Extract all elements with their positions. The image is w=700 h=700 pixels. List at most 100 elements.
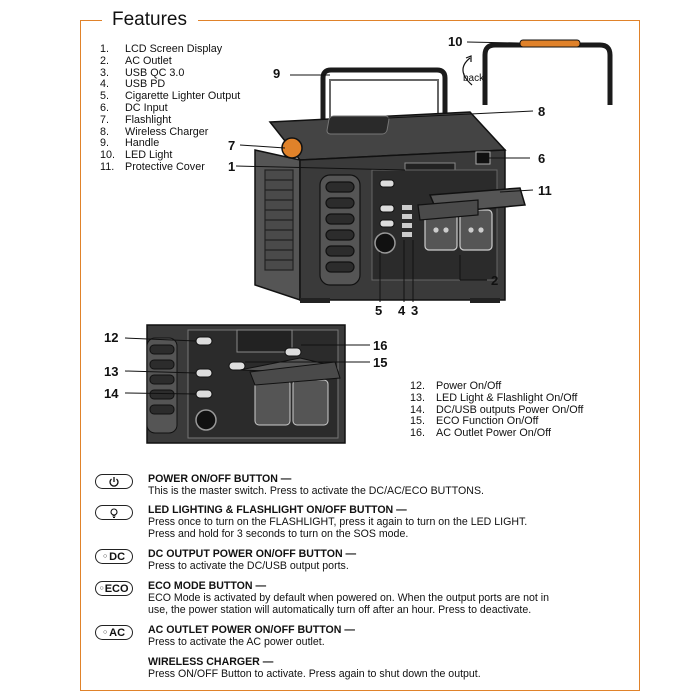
callout-4: 4 (398, 303, 406, 318)
desc-eco-line: use, the power station will automaticall… (148, 603, 532, 616)
frame-top-right (198, 20, 640, 21)
button-list-label: ECO Function On/Off (436, 415, 539, 428)
callout-3: 3 (411, 303, 419, 318)
feature-number: 8. (100, 125, 110, 138)
feature-number: 10. (100, 149, 116, 162)
feature-label: USB QC 3.0 (125, 66, 185, 79)
desc-power-line: This is the master switch. Press to acti… (148, 484, 484, 497)
button-list-number: 16. (410, 427, 426, 440)
feature-item: 8.Wireless Charger (100, 125, 240, 139)
feature-label: LCD Screen Display (125, 43, 223, 55)
button-list-number: 12. (410, 380, 426, 392)
desc-ac-line: Press to activate the AC power outlet. (148, 635, 325, 648)
front-left-vent (319, 174, 361, 286)
dc-button-icon: ○DC (95, 549, 133, 564)
feature-item: 10. LED Light (100, 149, 240, 162)
feature-item: 1. LCD Screen Display (100, 43, 240, 56)
features-frame (80, 20, 640, 691)
button-list-number: 15. (410, 415, 426, 428)
feature-label: DC Input (125, 101, 168, 114)
callout-7: 7 (228, 138, 236, 153)
feature-item: 9. Handle (100, 138, 240, 150)
desc-led-line: Press and hold for 3 seconds to turn on … (148, 527, 409, 540)
feature-label: Handle (125, 137, 160, 150)
desc-dc-heading: DC OUTPUT POWER ON/OFF BUTTON — (148, 548, 357, 560)
handle-detail (466, 39, 613, 105)
frame-top-left (80, 20, 102, 21)
feature-number: 7. (100, 113, 110, 126)
callout-12: 12 (104, 330, 119, 345)
button-list-item: 13. LED Light & Flashlight On/Off (410, 391, 583, 405)
feature-item: 5.Cigarette Lighter Output (100, 90, 240, 103)
button-list: 12. Power On/Off 13. LED Light & Flashlight… (410, 380, 584, 440)
callout-1: 1 (228, 159, 236, 174)
button-list-item: 15. ECO Function On/Off (410, 416, 583, 428)
desc-wireless-heading: WIRELESS CHARGER — (148, 656, 274, 668)
desc-ac-heading: AC OUTLET POWER ON/OFF BUTTON — (148, 624, 355, 636)
protective-cover-2 (417, 199, 479, 221)
button-list-item: 16. AC Outlet Power On/Off (410, 427, 583, 440)
power-icon (95, 474, 133, 489)
callout-2: 2 (491, 273, 499, 288)
feature-number: 1. (100, 43, 110, 55)
feature-label: USB PD (125, 78, 166, 91)
side-grille (264, 169, 294, 271)
feature-number: 9. (100, 137, 110, 150)
feature-label: LED Light (125, 149, 173, 162)
feature-number: 4. (100, 78, 110, 91)
feature-item: 11. Protective Cover (100, 160, 240, 174)
feature-number: 11. (100, 160, 115, 173)
callout-16: 16 (373, 338, 388, 353)
panel-buttons (379, 179, 395, 228)
feature-label: Protective Cover (125, 160, 205, 173)
feature-item: 7. Flashlight (100, 113, 240, 127)
feet (300, 298, 500, 303)
desc-eco-line: ECO Mode is activated by default when po… (148, 591, 550, 604)
callout-13: 13 (104, 364, 119, 379)
button-list-number: 14. (410, 403, 426, 416)
feature-number: 6. (100, 101, 110, 114)
button-list-label: AC Outlet Power On/Off (436, 427, 552, 440)
button-list-label: DC/USB outputs Power On/Off (436, 403, 584, 416)
callout-11: 11 (538, 183, 552, 198)
back-label: back (463, 73, 485, 84)
eco-button-icon: ○ECO (95, 581, 133, 596)
feature-number: 5. (100, 90, 110, 103)
feature-number: 2. (100, 54, 110, 67)
cig-lighter-port (374, 232, 396, 254)
desc-eco-heading: ECO MODE BUTTON — (148, 580, 267, 592)
desc-wireless-line: Press ON/OFF Button to activate. Press a… (148, 667, 481, 680)
button-list-label: LED Light & Flashlight On/Off (436, 391, 578, 404)
page-title: Features (112, 9, 187, 30)
button-list-item: 14. DC/USB outputs Power On/Off (410, 403, 584, 417)
button-list-label: Power On/Off (436, 380, 502, 392)
desc-dc-line: Press to activate the DC/USB output port… (148, 559, 349, 572)
callout-6: 6 (538, 151, 546, 166)
feature-item: 2.AC Outlet (100, 54, 240, 68)
feature-number: 3. (100, 66, 110, 79)
feature-item: 4. USB PD (100, 79, 240, 91)
desc-led-heading: LED LIGHTING & FLASHLIGHT ON/OFF BUTTON … (148, 504, 407, 516)
usb-ports (402, 205, 412, 237)
ac-outlets (424, 209, 493, 251)
desc-power-heading: POWER ON/OFF BUTTON — (148, 473, 292, 485)
back-arrow-icon (462, 57, 473, 86)
callout-15: 15 (373, 355, 388, 370)
callout-10: 10 (448, 34, 463, 49)
callout-9: 9 (273, 66, 281, 81)
handle-inner (329, 79, 439, 130)
detail-vent (146, 337, 178, 434)
wireless-pad (326, 115, 390, 135)
feature-item: 3. USB QC 3.0 (100, 66, 240, 80)
callout-8: 8 (538, 104, 546, 119)
ac-button-icon: ○AC (95, 625, 133, 640)
button-list-number: 13. (410, 391, 426, 404)
leader-lines (235, 74, 534, 302)
callout-5: 5 (375, 303, 383, 318)
callout-14: 14 (104, 386, 119, 401)
desc-led-line: Press once to turn on the FLASHLIGHT, pr… (148, 515, 528, 528)
feature-label: Flashlight (125, 113, 172, 126)
